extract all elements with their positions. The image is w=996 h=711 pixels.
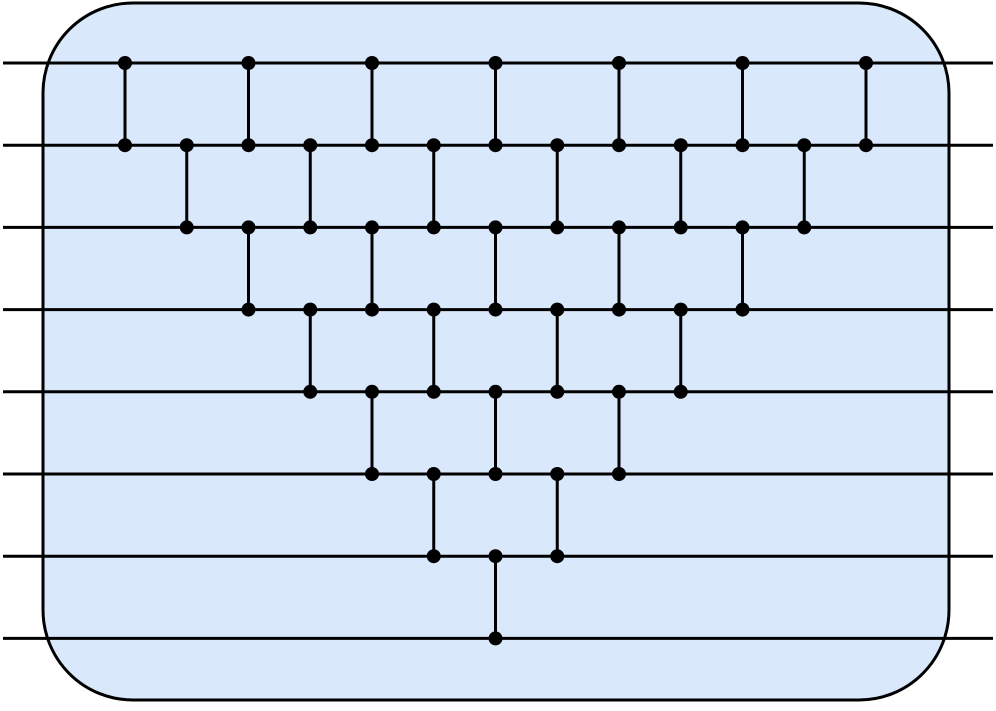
- comparator-col7-wires-7-8: [488, 549, 503, 646]
- comparator-node: [735, 302, 750, 317]
- comparator-node: [365, 384, 379, 399]
- comparator-node: [612, 138, 626, 153]
- comparator-node: [365, 220, 379, 235]
- comparator-node: [179, 138, 194, 153]
- comparator-node: [488, 302, 503, 317]
- comparator-col4-wires-4-5: [303, 302, 318, 399]
- comparator-col3-wires-3-4: [241, 220, 256, 317]
- comparator-col13-wires-1-2: [859, 56, 873, 153]
- comparator-node: [365, 467, 379, 481]
- comparator-node: [612, 384, 626, 399]
- comparator-col3-wires-1-2: [241, 56, 256, 153]
- comparator-col7-wires-3-4: [488, 220, 503, 317]
- comparator-col1-wires-1-2: [118, 56, 132, 153]
- comparator-node: [612, 220, 626, 235]
- comparator-node: [612, 302, 626, 317]
- comparator-node: [303, 384, 318, 399]
- comparator-node: [241, 56, 256, 70]
- comparator-node: [241, 220, 256, 235]
- comparator-node: [488, 138, 503, 153]
- comparator-node: [118, 56, 132, 70]
- comparator-col9-wires-1-2: [612, 56, 626, 153]
- comparator-node: [365, 302, 379, 317]
- comparator-node: [673, 302, 688, 317]
- comparator-node: [797, 220, 812, 235]
- comparator-node: [550, 302, 565, 317]
- comparator-col9-wires-5-6: [612, 384, 626, 481]
- comparator-node: [673, 220, 688, 235]
- comparator-node: [426, 138, 441, 153]
- comparator-col5-wires-1-2: [365, 56, 379, 153]
- comparator-node: [241, 302, 256, 317]
- comparator-node: [179, 220, 194, 235]
- comparator-node: [673, 384, 688, 399]
- comparator-node: [797, 138, 812, 153]
- comparator-col2-wires-2-3: [179, 138, 194, 235]
- comparator-node: [550, 384, 565, 399]
- comparator-col7-wires-5-6: [488, 384, 503, 481]
- comparator-node: [673, 138, 688, 153]
- comparator-node: [550, 138, 565, 153]
- comparator-node: [426, 467, 441, 481]
- comparator-col9-wires-3-4: [612, 220, 626, 317]
- comparator-col11-wires-1-2: [735, 56, 750, 153]
- comparator-node: [488, 56, 503, 70]
- comparator-col10-wires-4-5: [673, 302, 688, 399]
- comparator-node: [488, 220, 503, 235]
- comparator-node: [426, 549, 441, 564]
- comparator-node: [550, 220, 565, 235]
- comparator-node: [550, 467, 565, 481]
- comparator-node: [365, 56, 379, 70]
- comparator-node: [241, 138, 256, 153]
- comparator-node: [426, 302, 441, 317]
- comparator-node: [118, 138, 132, 153]
- comparator-col4-wires-2-3: [303, 138, 318, 235]
- comparator-col6-wires-2-3: [426, 138, 441, 235]
- comparator-node: [612, 467, 626, 481]
- comparator-col7-wires-1-2: [488, 56, 503, 153]
- comparator-col5-wires-3-4: [365, 220, 379, 317]
- comparator-col5-wires-5-6: [365, 384, 379, 481]
- comparator-node: [365, 138, 379, 153]
- comparator-node: [612, 56, 626, 70]
- comparator-node: [550, 549, 565, 564]
- comparator-node: [735, 138, 750, 153]
- comparator-node: [859, 138, 873, 153]
- comparator-col12-wires-2-3: [797, 138, 812, 235]
- comparator-node: [735, 220, 750, 235]
- network-container-box: [41, 1, 951, 702]
- comparator-node: [303, 138, 318, 153]
- comparator-node: [735, 56, 750, 70]
- comparator-col6-wires-6-7: [426, 467, 441, 564]
- comparator-node: [859, 56, 873, 70]
- comparator-col8-wires-6-7: [550, 467, 565, 564]
- comparator-node: [488, 549, 503, 564]
- comparator-node: [303, 302, 318, 317]
- comparator-col8-wires-4-5: [550, 302, 565, 399]
- comparator-node: [488, 631, 503, 646]
- comparator-col6-wires-4-5: [426, 302, 441, 399]
- comparator-node: [426, 384, 441, 399]
- comparator-col10-wires-2-3: [673, 138, 688, 235]
- comparator-col8-wires-2-3: [550, 138, 565, 235]
- comparator-node: [303, 220, 318, 235]
- comparator-node: [488, 384, 503, 399]
- comparators-layer: [118, 56, 873, 646]
- comparator-col11-wires-3-4: [735, 220, 750, 317]
- comparator-node: [488, 467, 503, 481]
- comparator-node: [426, 220, 441, 235]
